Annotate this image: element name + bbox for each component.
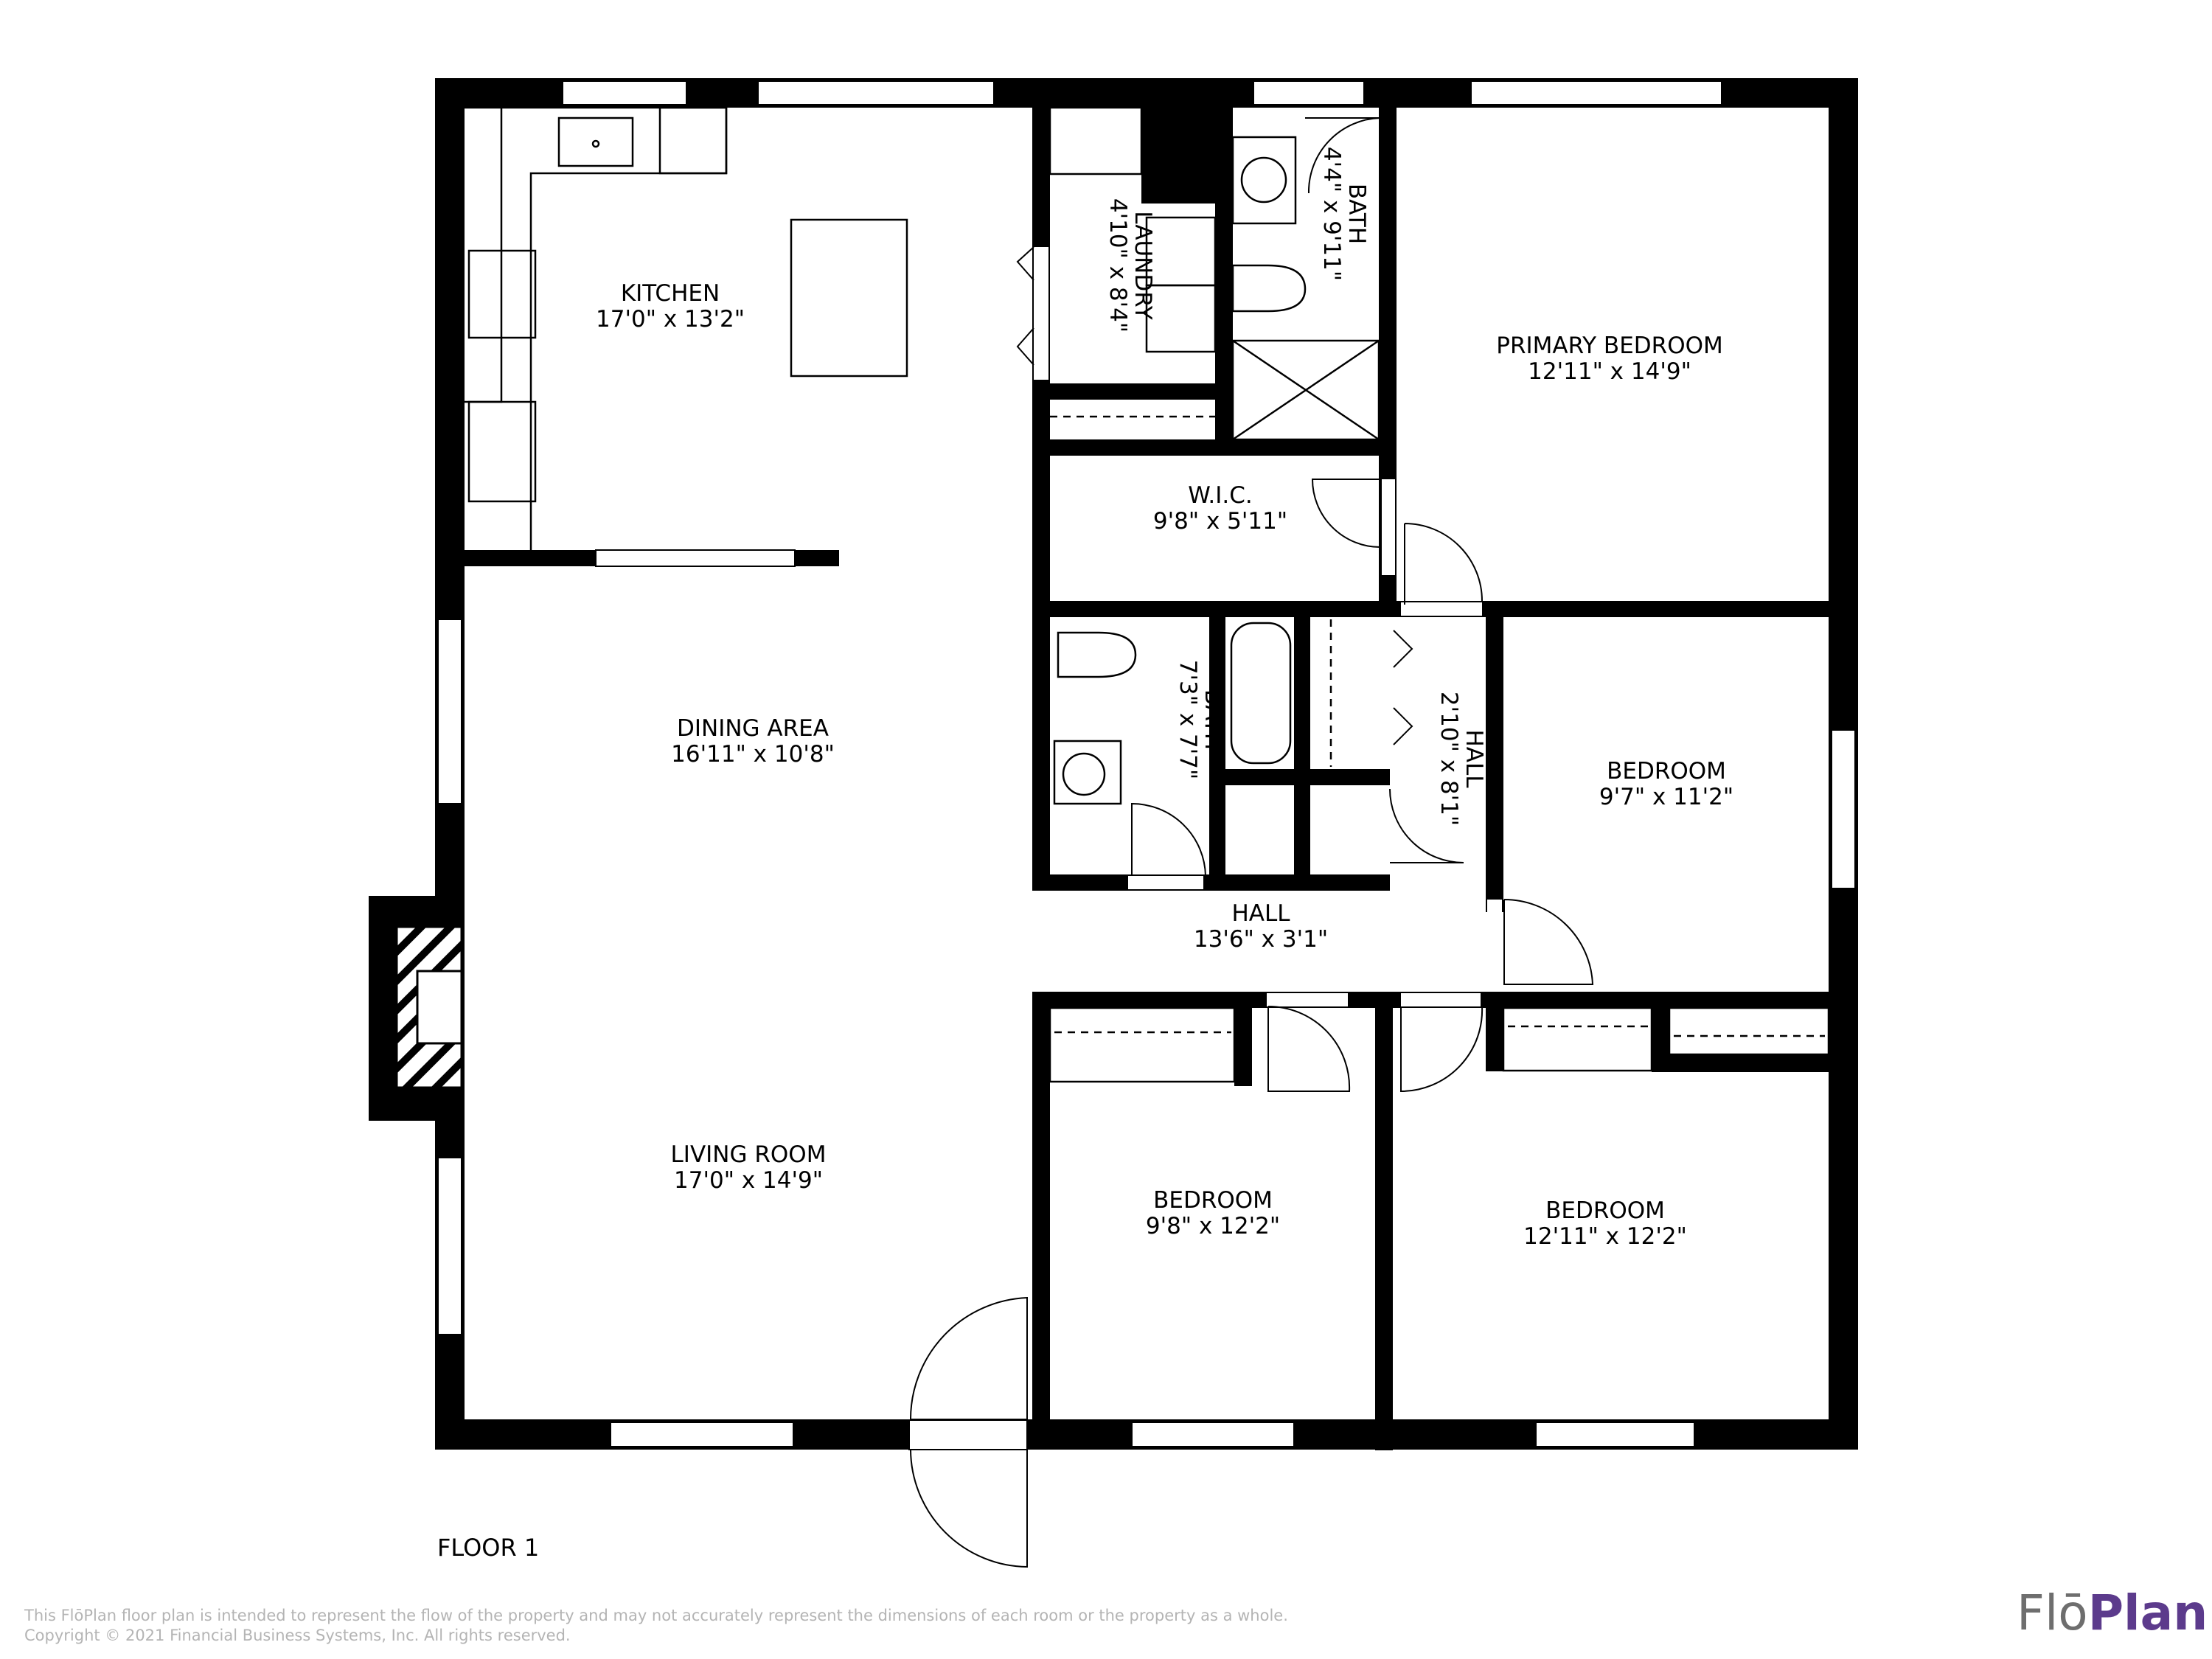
logo-part-1: Flō: [2017, 1585, 2088, 1641]
hall1-name: HALL: [1461, 729, 1487, 788]
exterior-openings: [437, 80, 1856, 1447]
wic-name: W.I.C.: [1188, 482, 1252, 509]
closets: [1048, 1006, 1830, 1083]
hall1-dims: 2'10" x 8'1": [1436, 692, 1462, 826]
logo-part-2: Plan: [2087, 1585, 2208, 1641]
kitchen-name: KITCHEN: [621, 280, 720, 307]
bath1-shower-icon: [1231, 339, 1380, 441]
bath2-toilet-icon: [1057, 631, 1137, 678]
laundry-bath-fixtures: [1048, 106, 1380, 805]
stove-icon: [467, 249, 537, 339]
bath1-dims: 4'4" x 9'11": [1318, 147, 1345, 281]
kitchen-island: [790, 218, 908, 378]
kitchen-fixtures: [465, 106, 908, 550]
bath1-sink-icon: [1231, 136, 1297, 225]
primary-bedroom-name: PRIMARY BEDROOM: [1496, 333, 1723, 359]
sink-icon: [557, 116, 634, 167]
bath2-sink-icon: [1053, 740, 1122, 805]
disclaimer-line-1: This FlōPlan floor plan is intended to r…: [24, 1607, 1288, 1624]
floor-label: FLOOR 1: [437, 1534, 539, 1562]
dryer-icon: [1145, 284, 1217, 353]
room-labels: KITCHEN 17'0" x 13'2" LAUNDRY 4'10" x 8'…: [596, 147, 1733, 1250]
hall2-dims: 13'6" x 3'1": [1194, 926, 1328, 953]
disclaimer-line-2: Copyright © 2021 Financial Business Syst…: [24, 1627, 571, 1644]
doors: [909, 117, 1594, 1568]
living-room-dims: 17'0" x 14'9": [674, 1167, 823, 1194]
bedroom2-dims: 9'7" x 11'2": [1599, 784, 1733, 810]
primary-bedroom-dims: 12'11" x 14'9": [1528, 358, 1691, 385]
living-room-name: LIVING ROOM: [671, 1141, 827, 1168]
bath2-tub-icon: [1230, 622, 1292, 765]
dining-area-dims: 16'11" x 10'8": [671, 741, 835, 768]
bath2-dims: 7'3" x 7'7": [1175, 660, 1201, 780]
bath1-toilet-icon: [1231, 264, 1307, 313]
bath1-name: BATH: [1343, 184, 1370, 244]
bedroom2-name: BEDROOM: [1607, 758, 1726, 785]
bedroom3-dims: 9'8" x 12'2": [1146, 1213, 1280, 1239]
bedroom4-dims: 12'11" x 12'2": [1523, 1223, 1687, 1250]
laundry-dims: 4'10" x 8'4": [1105, 198, 1131, 333]
wic-dims: 9'8" x 5'11": [1153, 508, 1287, 535]
interior-openings: [595, 247, 1502, 1450]
fireplace-hearth: [416, 970, 463, 1045]
bedroom4-name: BEDROOM: [1545, 1197, 1665, 1224]
hall2-name: HALL: [1231, 900, 1290, 927]
kitchen-dims: 17'0" x 13'2": [596, 306, 745, 333]
laundry-name: LAUNDRY: [1130, 211, 1156, 319]
bath2-name: BATH: [1200, 689, 1226, 750]
bedroom3-name: BEDROOM: [1153, 1187, 1273, 1214]
dining-area-name: DINING AREA: [677, 715, 829, 742]
floplan-logo: FlōPlan: [2017, 1589, 2208, 1638]
